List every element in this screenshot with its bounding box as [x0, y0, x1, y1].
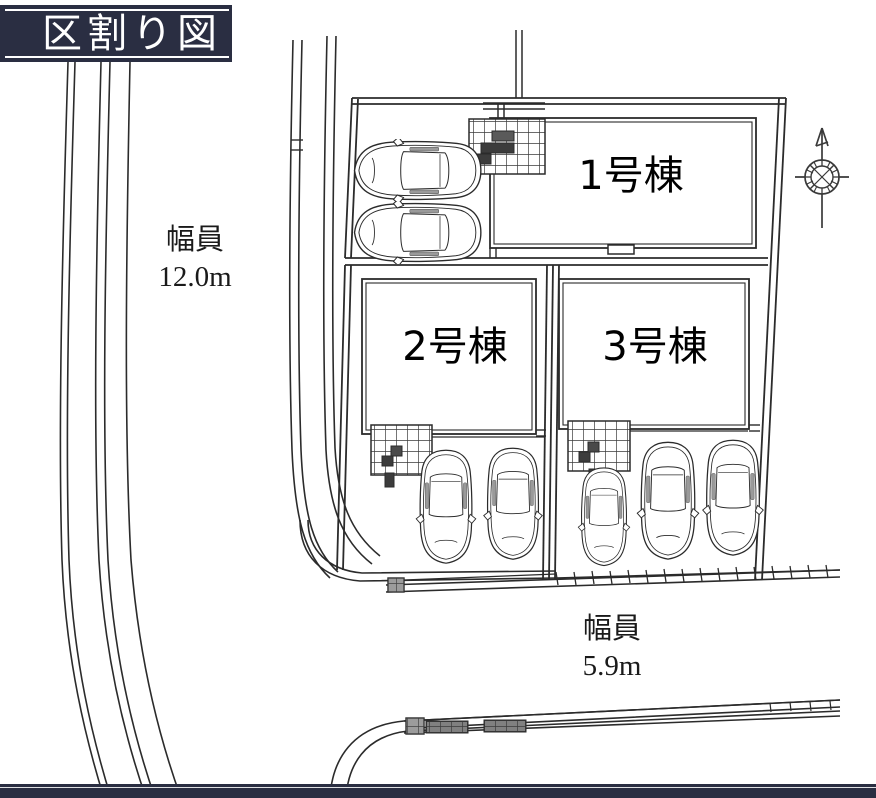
footer-rule — [0, 784, 876, 798]
lot-3-car-1 — [577, 467, 631, 567]
road-width-bottom-line2: 5.9m — [582, 650, 642, 683]
bottom-road-curb — [299, 519, 841, 593]
title-banner: 区割り図 — [0, 5, 232, 62]
access-road-ticks — [291, 139, 303, 151]
banner-rule-top — [5, 9, 229, 11]
lot-1-house-entry — [607, 244, 635, 255]
lot-1-parking-stub — [489, 248, 497, 258]
lower-road-crosswalk — [425, 719, 527, 734]
lot-label-3: 3号棟 — [602, 324, 708, 370]
lot-2-approach-tile — [370, 424, 433, 488]
banner-rule-bottom — [5, 56, 229, 58]
road-width-label-left: 幅員 12.0m — [120, 222, 270, 296]
bottom-road-hatch — [403, 573, 557, 581]
parking-divider-lines — [432, 430, 748, 438]
bottom-road-sidewalk-segments — [555, 564, 829, 586]
footer-rule-inner — [0, 787, 876, 788]
lot-2-house — [361, 278, 537, 435]
north-arrow-icon — [795, 127, 849, 228]
lot-1-car-2 — [353, 201, 482, 264]
lower-road-junction-block — [405, 717, 425, 735]
lot-label-2: 2号棟 — [402, 324, 508, 370]
lower-road-segments — [769, 700, 832, 713]
lot-label-1: 1号棟 — [578, 153, 684, 199]
lot-1-car-1 — [353, 139, 482, 202]
lot-2-car-2 — [483, 447, 543, 560]
road-width-left-line2: 12.0m — [158, 261, 232, 294]
road-width-bottom-line1: 幅員 — [582, 613, 641, 645]
road-width-left-line1: 幅員 — [165, 224, 224, 256]
lot-2-car-1 — [415, 449, 477, 564]
left-road-lines — [59, 61, 182, 798]
road-width-label-bottom: 幅員 5.9m — [537, 611, 687, 685]
lot-3-car-3 — [702, 439, 764, 556]
curb-marker-block — [387, 577, 405, 593]
lot-2-house-entry — [536, 429, 546, 437]
lot-1-approach-tile — [457, 118, 546, 175]
lot-3-car-2 — [636, 441, 700, 560]
lot-3-house-entry — [749, 424, 760, 432]
page-title: 区割り図 — [42, 10, 222, 56]
lot-3-house — [558, 278, 750, 430]
